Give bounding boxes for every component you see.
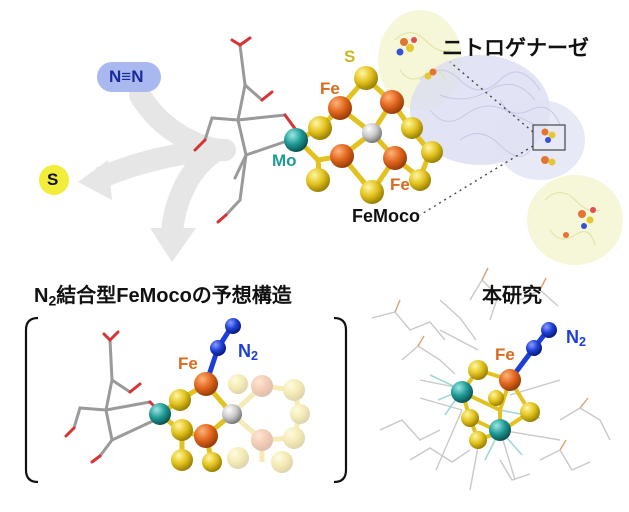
femoco-label: FeMoco: [352, 206, 421, 226]
s-released-bubble: [39, 165, 69, 195]
study-fe-label: Fe: [495, 345, 515, 364]
atom-label-s: S: [344, 47, 356, 66]
predicted-structure-title: N2結合型FeMocoの予想構造: [34, 285, 292, 309]
predicted-structure: [24, 316, 348, 484]
predicted-fe-label: Fe: [178, 354, 198, 373]
enzyme-name: ニトロゲナーゼ: [442, 37, 589, 60]
femoco-ligand-sticks: [193, 36, 298, 224]
study-title: 本研究: [482, 285, 542, 307]
atom-label-fe-bottom: Fe: [390, 175, 410, 194]
s-released-label: S: [47, 170, 59, 189]
study-structure: [371, 267, 611, 491]
right-bracket: [333, 316, 348, 484]
nitrogenase-protein: [378, 10, 623, 265]
reaction-arrows: [78, 84, 236, 262]
femoco-cluster-top: [284, 66, 443, 204]
atom-label-mo: Mo: [272, 151, 297, 170]
n2-molecule-label: N≡N: [109, 67, 144, 86]
n2-molecule: [97, 62, 161, 92]
atom-label-fe-top: Fe: [320, 79, 340, 98]
left-bracket: [24, 316, 39, 484]
predicted-n2-label: N2: [238, 341, 259, 364]
study-n2-label: N2: [566, 327, 587, 350]
